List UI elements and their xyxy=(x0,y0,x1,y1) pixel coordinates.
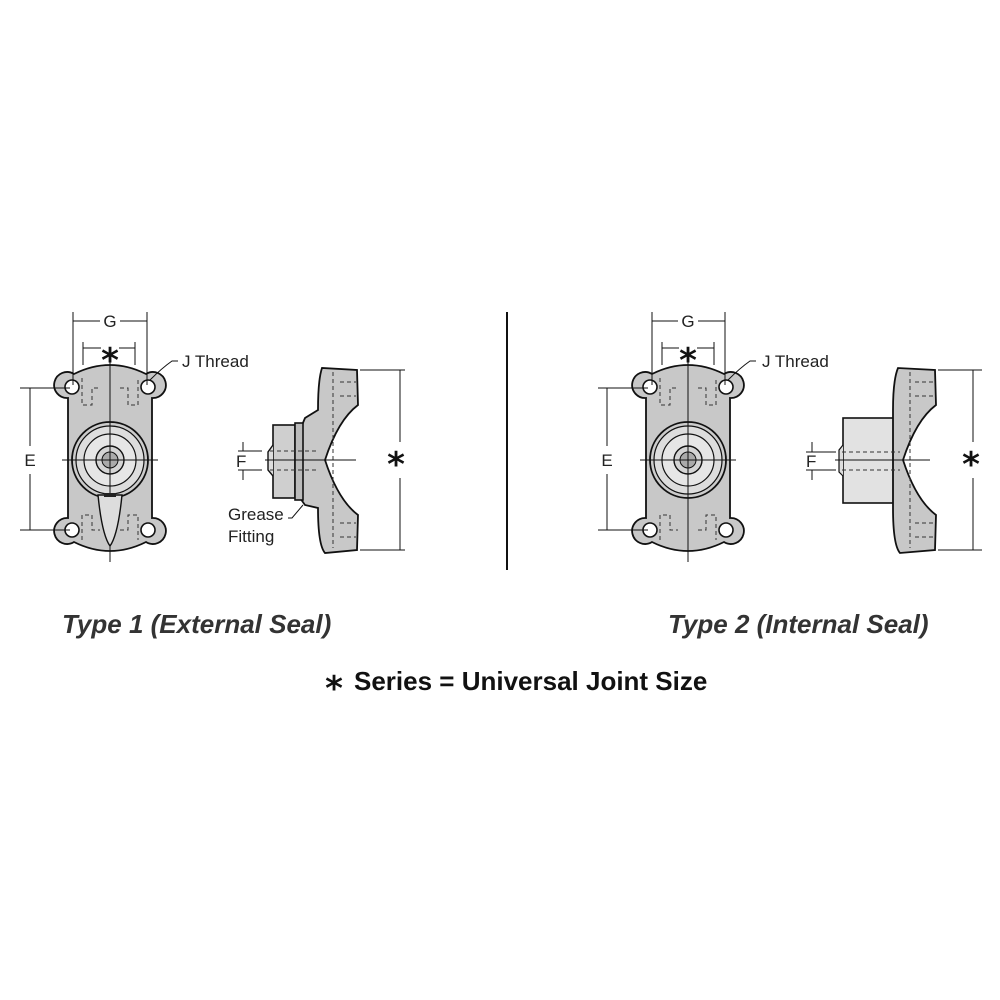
type2-dim-series-top: * xyxy=(679,341,697,381)
type2-thread-label: J Thread xyxy=(762,352,829,371)
type2-dim-e: E xyxy=(601,451,612,470)
type1-dim-g: G xyxy=(103,312,116,331)
type1-dim-e: E xyxy=(24,451,35,470)
grease-fitting-label-line1: Grease xyxy=(228,505,284,524)
type2-side-view: F * xyxy=(806,367,982,554)
type1-dim-series-top: * xyxy=(101,341,119,381)
type1-seal-mark xyxy=(104,493,116,497)
legend-text: Series = Universal Joint Size xyxy=(354,666,707,696)
legend-series-symbol: * xyxy=(325,669,343,709)
type1-front-view: G * E J Thread xyxy=(20,312,249,563)
type2-front-view: G * E J Thread xyxy=(598,312,829,563)
type2-dim-g: G xyxy=(681,312,694,331)
legend: * Series = Universal Joint Size xyxy=(325,666,707,709)
type2-title: Type 2 (Internal Seal) xyxy=(668,609,929,639)
type2-yoke-front xyxy=(631,359,745,563)
type2-dim-series-side: * xyxy=(962,445,980,485)
type1-side-view: F * Grease Fitting xyxy=(228,367,405,554)
grease-fitting-label-line2: Fitting xyxy=(228,527,274,546)
type1-dim-series-side: * xyxy=(387,445,405,485)
type1-thread-label: J Thread xyxy=(182,352,249,371)
type1-seal-tab xyxy=(97,494,123,548)
type1-title: Type 1 (External Seal) xyxy=(62,609,331,639)
type1-dim-f: F xyxy=(236,452,246,471)
type2-dim-f: F xyxy=(806,452,816,471)
